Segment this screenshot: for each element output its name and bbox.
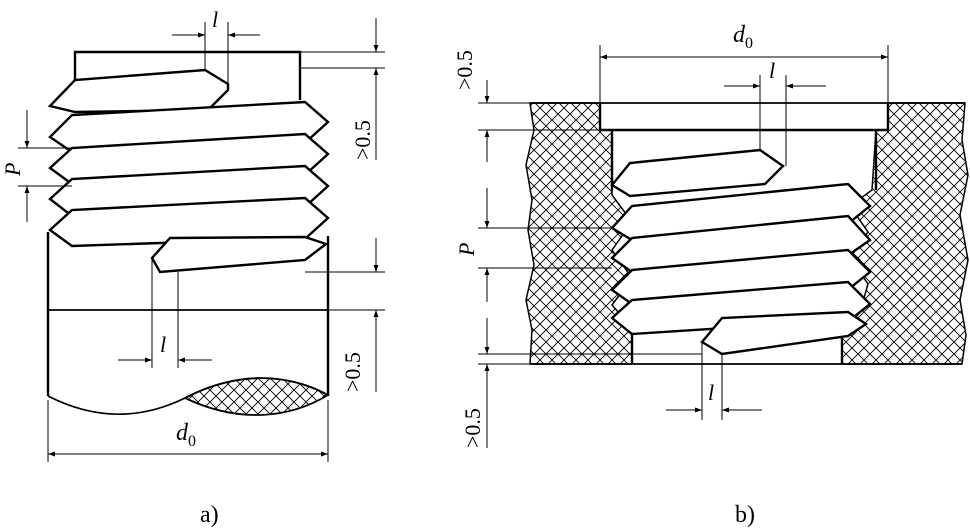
- figure-b: d0 l >0.5 P >0.5 l b): [452, 22, 969, 528]
- label-l-bottom-a: l: [160, 332, 166, 357]
- label-gap-bottom-b: >0.5: [460, 408, 485, 448]
- figure-a: l >0.5 P l >0.5 d0 a): [0, 7, 385, 528]
- label-d-b: d0: [733, 22, 753, 52]
- caption-a: a): [200, 502, 219, 528]
- body-a: [46, 232, 330, 396]
- thread-start-a: [47, 68, 230, 114]
- label-l-bottom-b: l: [708, 380, 714, 405]
- thread-crest-4-a: [48, 196, 330, 248]
- label-p-a: P: [0, 163, 25, 177]
- label-l-top-a: l: [212, 7, 218, 32]
- label-d-a: d0: [176, 420, 196, 450]
- counterbore-b: [598, 103, 890, 132]
- thread-end-a: [150, 235, 329, 274]
- material-left-b: [525, 102, 633, 365]
- thread-start-b: [610, 148, 785, 198]
- label-l-top-b: l: [769, 58, 775, 83]
- hole-wall-top-b: [610, 130, 878, 190]
- label-d-b-sub: 0: [745, 35, 753, 52]
- label-d-a-sub: 0: [188, 433, 196, 450]
- caption-b: b): [735, 502, 755, 528]
- break-hatch-a: [182, 377, 330, 416]
- label-gap-bottom-a: >0.5: [340, 352, 365, 392]
- label-gap-top-b: >0.5: [452, 50, 477, 90]
- label-gap-right-a: >0.5: [350, 120, 375, 160]
- label-p-b: P: [454, 243, 479, 257]
